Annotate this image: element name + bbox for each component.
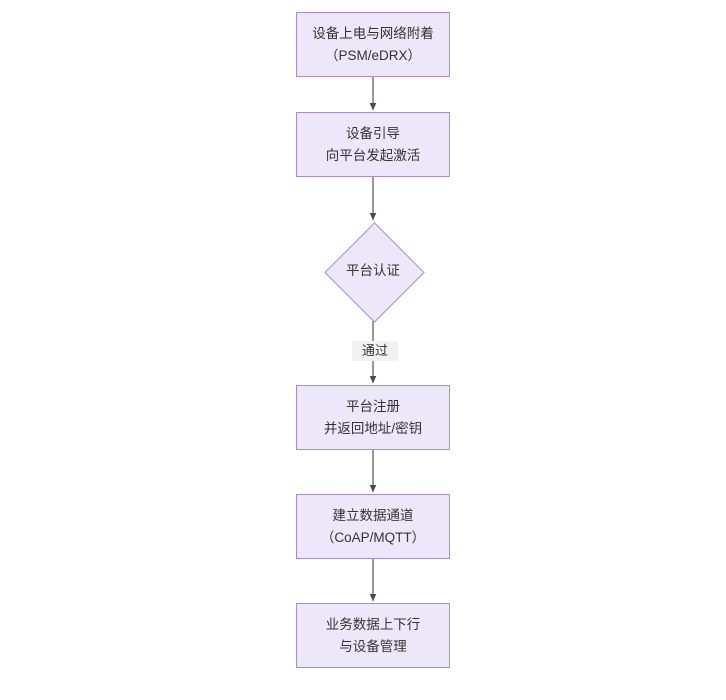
node-label: 设备引导 向平台发起激活 (325, 125, 421, 163)
node-label: 设备上电与网络附着 （PSM/eDRX） (312, 25, 434, 63)
node-device-power-on[interactable]: 设备上电与网络附着 （PSM/eDRX） (296, 12, 450, 77)
node-device-bootstrap[interactable]: 设备引导 向平台发起激活 (296, 112, 450, 177)
node-label: 平台注册 并返回地址/密钥 (323, 398, 423, 436)
node-label: 业务数据上下行 与设备管理 (325, 616, 421, 654)
node-data-channel[interactable]: 建立数据通道 （CoAP/MQTT） (296, 494, 450, 559)
node-platform-registration[interactable]: 平台注册 并返回地址/密钥 (296, 385, 450, 450)
node-label: 平台认证 (346, 263, 400, 278)
node-label: 建立数据通道 （CoAP/MQTT） (320, 507, 426, 545)
node-business-data-and-device-management[interactable]: 业务数据上下行 与设备管理 (296, 603, 450, 668)
edge-label-pass: 通过 (352, 341, 398, 361)
node-platform-auth-decision[interactable]: 平台认证 (323, 221, 425, 323)
